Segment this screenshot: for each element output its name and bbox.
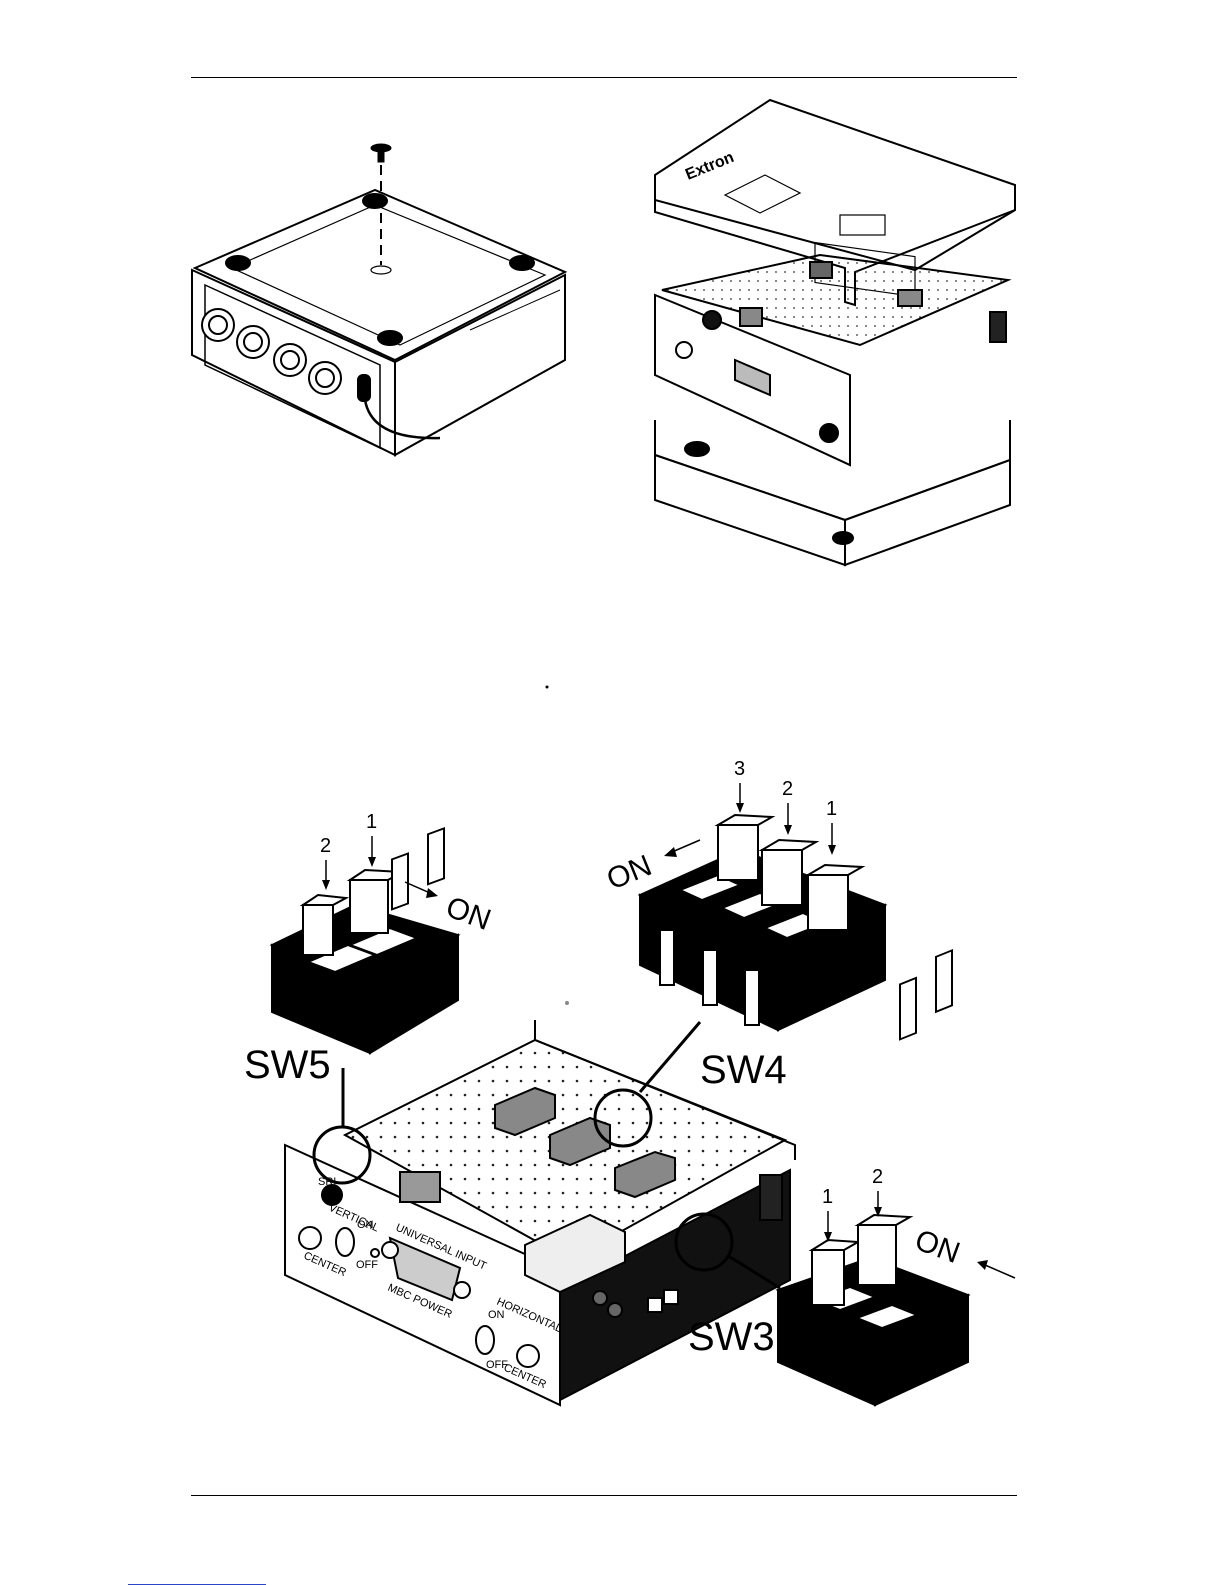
on-label-left: ON [357,1219,374,1231]
assembled-enclosure [192,190,565,455]
sw4-position-3: 3 [734,758,745,780]
sw3-position-1: 1 [822,1186,833,1208]
sw4-on-label: ON [602,849,656,896]
sw5-label: SW5 [244,1043,331,1087]
sw4-position-2: 2 [782,778,793,800]
sw5-position-2: 2 [320,835,331,857]
stray-dot [565,1001,569,1005]
dip-switch-icon [640,815,885,1030]
off-label-left: OFF [356,1259,378,1271]
sw5-position-1: 1 [366,811,377,833]
exploded-enclosure: Extron [655,100,1015,565]
sw5-on-label: ON [442,891,496,937]
sw4-position-1: 1 [826,798,837,820]
on-label-right: ON [488,1309,505,1321]
sw4-label: SW4 [700,1048,787,1092]
sw3-on-label: ON [911,1224,965,1270]
dip-switch-icon [272,828,458,1053]
stray-dot [546,686,549,689]
sw3-label: SW3 [688,1315,775,1359]
sw4-leader-line [640,1022,700,1092]
sw3-position-2: 2 [872,1166,883,1188]
